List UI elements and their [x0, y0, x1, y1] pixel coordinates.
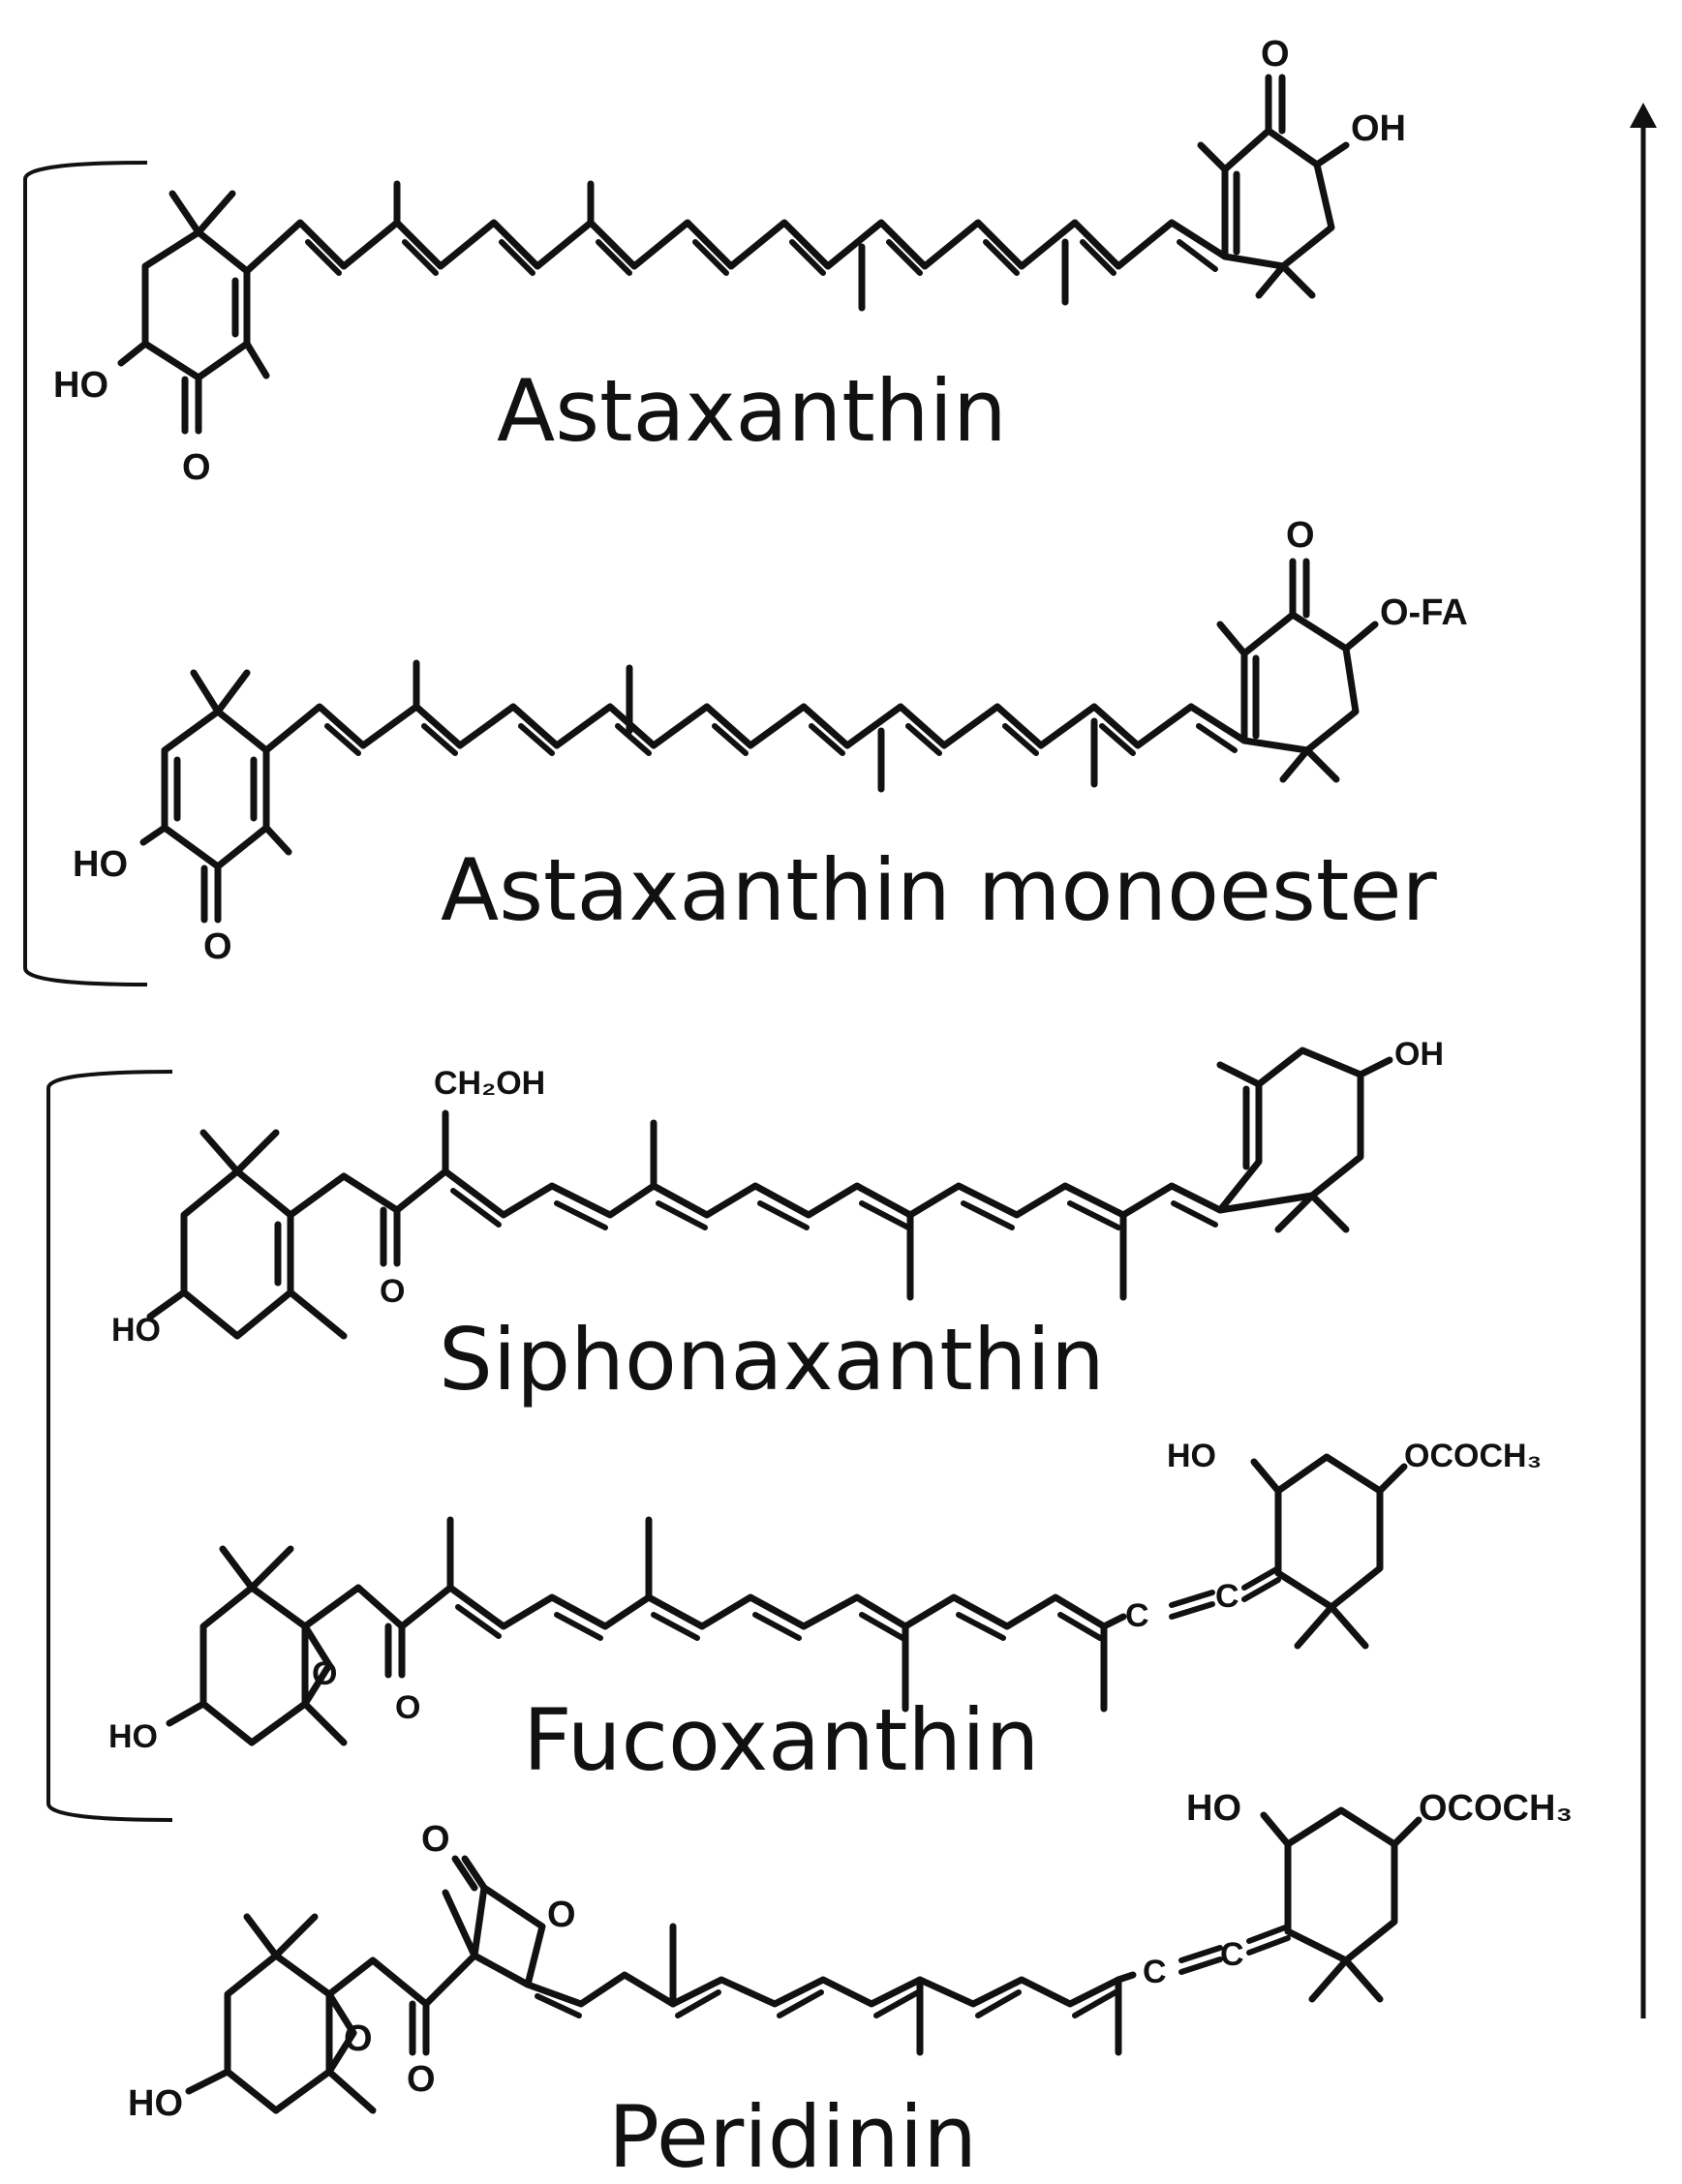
- peridinin-structure: HO OCOCH₃ C C HO O O O O Peridinin: [128, 1788, 1573, 2184]
- siphonaxanthin-substituents: [380, 1109, 1127, 1301]
- fucoxanthin-substituents: [384, 1516, 1108, 1713]
- peridinin-allene: [1178, 1924, 1291, 1975]
- monoester-methyl-groups: [413, 659, 1098, 793]
- astaxanthin-name: Astaxanthin: [497, 361, 1007, 461]
- peridinin-ho-left-label: HO: [128, 2083, 183, 2124]
- siphonaxanthin-double-bonds: [450, 1188, 1218, 1230]
- monoester-polyene-chain: [262, 703, 1248, 754]
- fucoxanthin-left-ring: [166, 1545, 348, 1746]
- bracket-xanthophyll-group: [46, 1070, 173, 1822]
- monoester-name: Astaxanthin monoester: [441, 840, 1438, 940]
- astaxanthin-ho-label: HO: [53, 365, 108, 406]
- fucoxanthin-double-bonds: [455, 1604, 1103, 1641]
- siphonaxanthin-structure: CH₂OH OH HO O Siphonaxanthin: [111, 1036, 1444, 1410]
- fucoxanthin-polyene-chain: [301, 1584, 1127, 1630]
- siphonaxanthin-ch2oh-label: CH₂OH: [434, 1065, 545, 1102]
- peridinin-polyene-chain: [524, 1971, 1137, 2008]
- astaxanthin-monoester-structure: O O-FA HO O Astaxanthin monoester: [73, 515, 1468, 967]
- monoester-left-ring: [139, 669, 292, 924]
- peridinin-left-ring: [185, 1913, 377, 2114]
- fucoxanthin-ho-left-label: HO: [108, 1718, 158, 1755]
- siphonaxanthin-ho-label: HO: [111, 1312, 161, 1349]
- astaxanthin-o-top-label: O: [1261, 34, 1290, 75]
- peridinin-right-ring: [1260, 1806, 1422, 2003]
- astaxanthin-oh-label: OH: [1351, 108, 1406, 149]
- monoester-ho-label: HO: [73, 844, 128, 885]
- astaxanthin-polyene-chain: [243, 219, 1229, 275]
- peridinin-o-epoxide-label: O: [344, 2018, 373, 2059]
- monoester-o-bottom-label: O: [203, 926, 232, 967]
- fucoxanthin-o-epoxide-label: O: [312, 1655, 337, 1692]
- monoester-o-fa-label: O-FA: [1380, 592, 1468, 633]
- bracket-astaxanthin-group: [23, 161, 148, 986]
- astaxanthin-right-ring: [1197, 74, 1350, 299]
- peridinin-allene-c2-label: C: [1220, 1936, 1244, 1973]
- monoester-o-top-label: O: [1286, 515, 1315, 556]
- astaxanthin-left-ring: [117, 190, 270, 435]
- peridinin-o-lactone-carbonyl-label: O: [421, 1819, 450, 1860]
- peridinin-allene-c1-label: C: [1143, 1954, 1167, 1990]
- fucoxanthin-structure: HO OCOCH₃ C C HO O O Fucoxanthin: [108, 1438, 1542, 1790]
- fucoxanthin-name: Fucoxanthin: [523, 1690, 1039, 1790]
- monoester-right-ring: [1216, 558, 1379, 783]
- fucoxanthin-o-keto-label: O: [395, 1689, 420, 1726]
- astaxanthin-methyl-groups: [393, 180, 1069, 312]
- peridinin-name: Peridinin: [608, 2087, 977, 2184]
- peridinin-o-lactone-ring-label: O: [547, 1895, 576, 1935]
- monoester-double-bonds: [324, 723, 1238, 756]
- peridinin-double-bonds: [535, 1989, 1118, 2018]
- astaxanthin-structure: O OH HO O Astaxanthin: [53, 34, 1406, 488]
- peridinin-lactone-ring: [325, 1855, 546, 2056]
- astaxanthin-double-bonds: [305, 239, 1218, 276]
- peridinin-acetate-label: OCOCH₃: [1419, 1788, 1573, 1829]
- siphonaxanthin-o-keto-label: O: [380, 1273, 405, 1310]
- fucoxanthin-allene: [1169, 1565, 1281, 1620]
- peridinin-ho-top-label: HO: [1186, 1788, 1241, 1829]
- peridinin-o-keto-label: O: [407, 2059, 436, 2100]
- siphonaxanthin-left-ring: [146, 1129, 348, 1340]
- fucoxanthin-right-ring: [1250, 1453, 1408, 1650]
- fucoxanthin-acetate-label: OCOCH₃: [1404, 1438, 1542, 1474]
- siphonaxanthin-name: Siphonaxanthin: [439, 1310, 1105, 1410]
- siphonaxanthin-oh-label: OH: [1394, 1036, 1444, 1073]
- fucoxanthin-allene-c2-label: C: [1215, 1578, 1239, 1615]
- siphonaxanthin-right-ring: [1216, 1046, 1393, 1233]
- peridinin-methyl-groups: [669, 1923, 1122, 2056]
- fucoxanthin-allene-c1-label: C: [1125, 1597, 1149, 1634]
- fucoxanthin-ho-top-label: HO: [1167, 1438, 1216, 1474]
- astaxanthin-o-bottom-label: O: [182, 447, 211, 488]
- increasing-trend-arrow: [1630, 103, 1657, 2018]
